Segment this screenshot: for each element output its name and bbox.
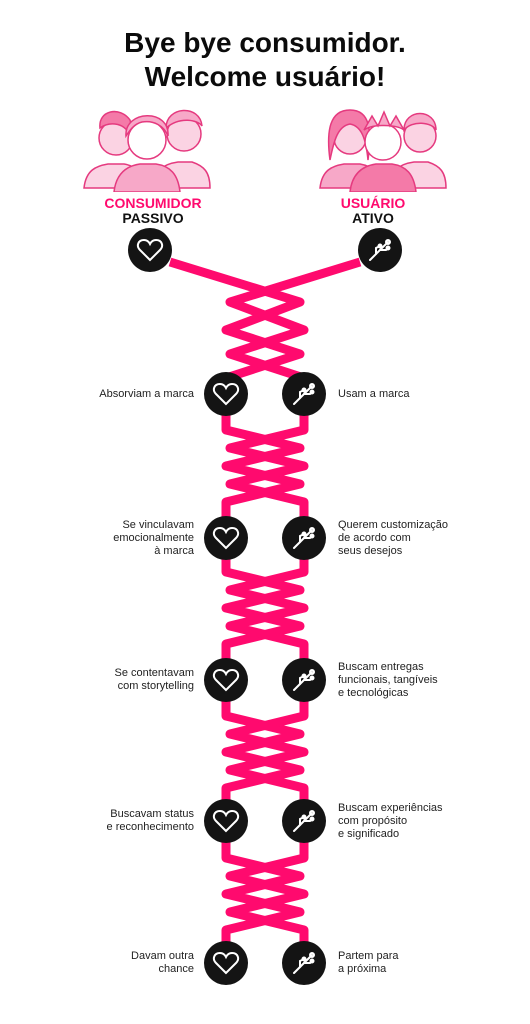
user-label: USUÁRIO ATIVO bbox=[313, 196, 433, 226]
row-usb-circle bbox=[282, 372, 326, 416]
page-title-line2: Welcome usuário! bbox=[144, 61, 386, 92]
usb-icon bbox=[293, 527, 315, 549]
consumer-people-illustration bbox=[83, 109, 211, 192]
consumer-label-line2: PASSIVO bbox=[122, 210, 184, 226]
user-people-illustration bbox=[319, 109, 447, 192]
row-heart-circle bbox=[204, 516, 248, 560]
row-usb-circle bbox=[282, 658, 326, 702]
consumer-label: CONSUMIDOR PASSIVO bbox=[88, 196, 218, 226]
row-user-text: Usam a marca bbox=[338, 387, 410, 400]
heart-icon bbox=[212, 526, 240, 550]
consumer-heart-circle bbox=[128, 228, 172, 272]
usb-icon bbox=[293, 669, 315, 691]
heart-icon bbox=[136, 238, 164, 262]
consumer-label-line1: CONSUMIDOR bbox=[104, 195, 202, 211]
page-title-line1: Bye bye consumidor. bbox=[124, 27, 406, 58]
usb-icon bbox=[293, 383, 315, 405]
heart-icon bbox=[212, 382, 240, 406]
row-consumer-text: Se vinculavam emocionalmente à marca bbox=[113, 518, 194, 557]
row-user-text: Partem para a próxima bbox=[338, 950, 399, 975]
heart-icon bbox=[212, 668, 240, 692]
heart-icon bbox=[212, 951, 240, 975]
row-user-text: Buscam entregas funcionais, tangíveis e … bbox=[338, 660, 438, 699]
row-heart-circle bbox=[204, 941, 248, 985]
user-label-line2: ATIVO bbox=[352, 210, 394, 226]
row-usb-circle bbox=[282, 799, 326, 843]
usb-icon bbox=[293, 810, 315, 832]
user-label-line1: USUÁRIO bbox=[340, 195, 406, 211]
usb-icon bbox=[369, 239, 391, 261]
row-heart-circle bbox=[204, 799, 248, 843]
row-usb-circle bbox=[282, 941, 326, 985]
row-heart-circle bbox=[204, 372, 248, 416]
row-consumer-text: Se contentavam com storytelling bbox=[114, 667, 195, 692]
row-consumer-text: Buscavam status e reconhecimento bbox=[106, 808, 194, 833]
heart-icon bbox=[212, 809, 240, 833]
row-consumer-text: Davam outra chance bbox=[131, 950, 194, 975]
usb-icon bbox=[293, 952, 315, 974]
row-heart-circle bbox=[204, 658, 248, 702]
user-usb-circle bbox=[358, 228, 402, 272]
row-usb-circle bbox=[282, 516, 326, 560]
row-user-text: Querem customização de acordo com seus d… bbox=[338, 518, 449, 557]
row-user-text: Buscam experiências com propósito e sign… bbox=[338, 801, 443, 840]
row-consumer-text: Absorviam a marca bbox=[99, 387, 194, 400]
